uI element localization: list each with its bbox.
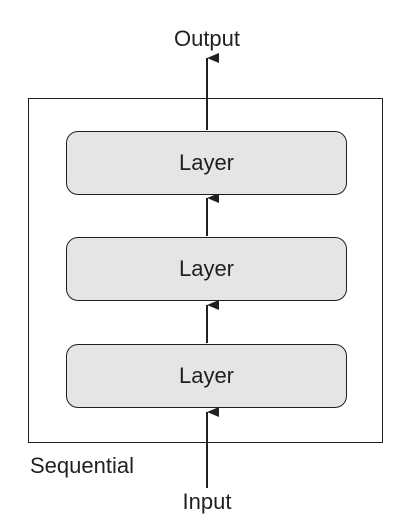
output-label: Output — [173, 26, 241, 51]
container-label: Sequential — [30, 453, 134, 478]
input-label: Input — [182, 489, 232, 514]
layer-label: Layer — [178, 363, 235, 388]
layer-label: Layer — [178, 150, 235, 175]
layer-box-top: Layer — [66, 131, 347, 195]
layer-box-bottom: Layer — [66, 344, 347, 408]
sequential-container — [28, 98, 383, 443]
layer-box-middle: Layer — [66, 237, 347, 301]
layer-label: Layer — [178, 256, 235, 281]
